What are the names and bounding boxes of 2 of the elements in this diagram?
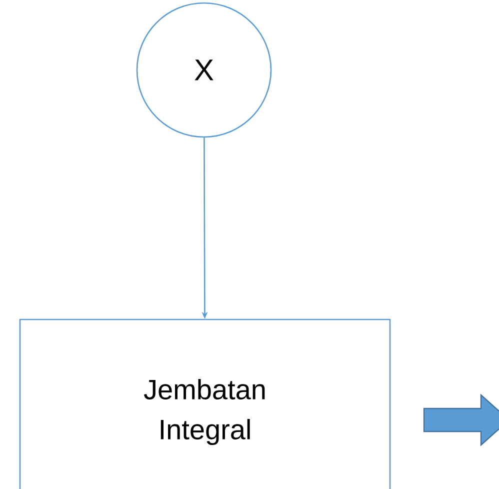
circle-node: X: [136, 2, 272, 138]
process-box: Jembatan Integral: [19, 318, 391, 489]
